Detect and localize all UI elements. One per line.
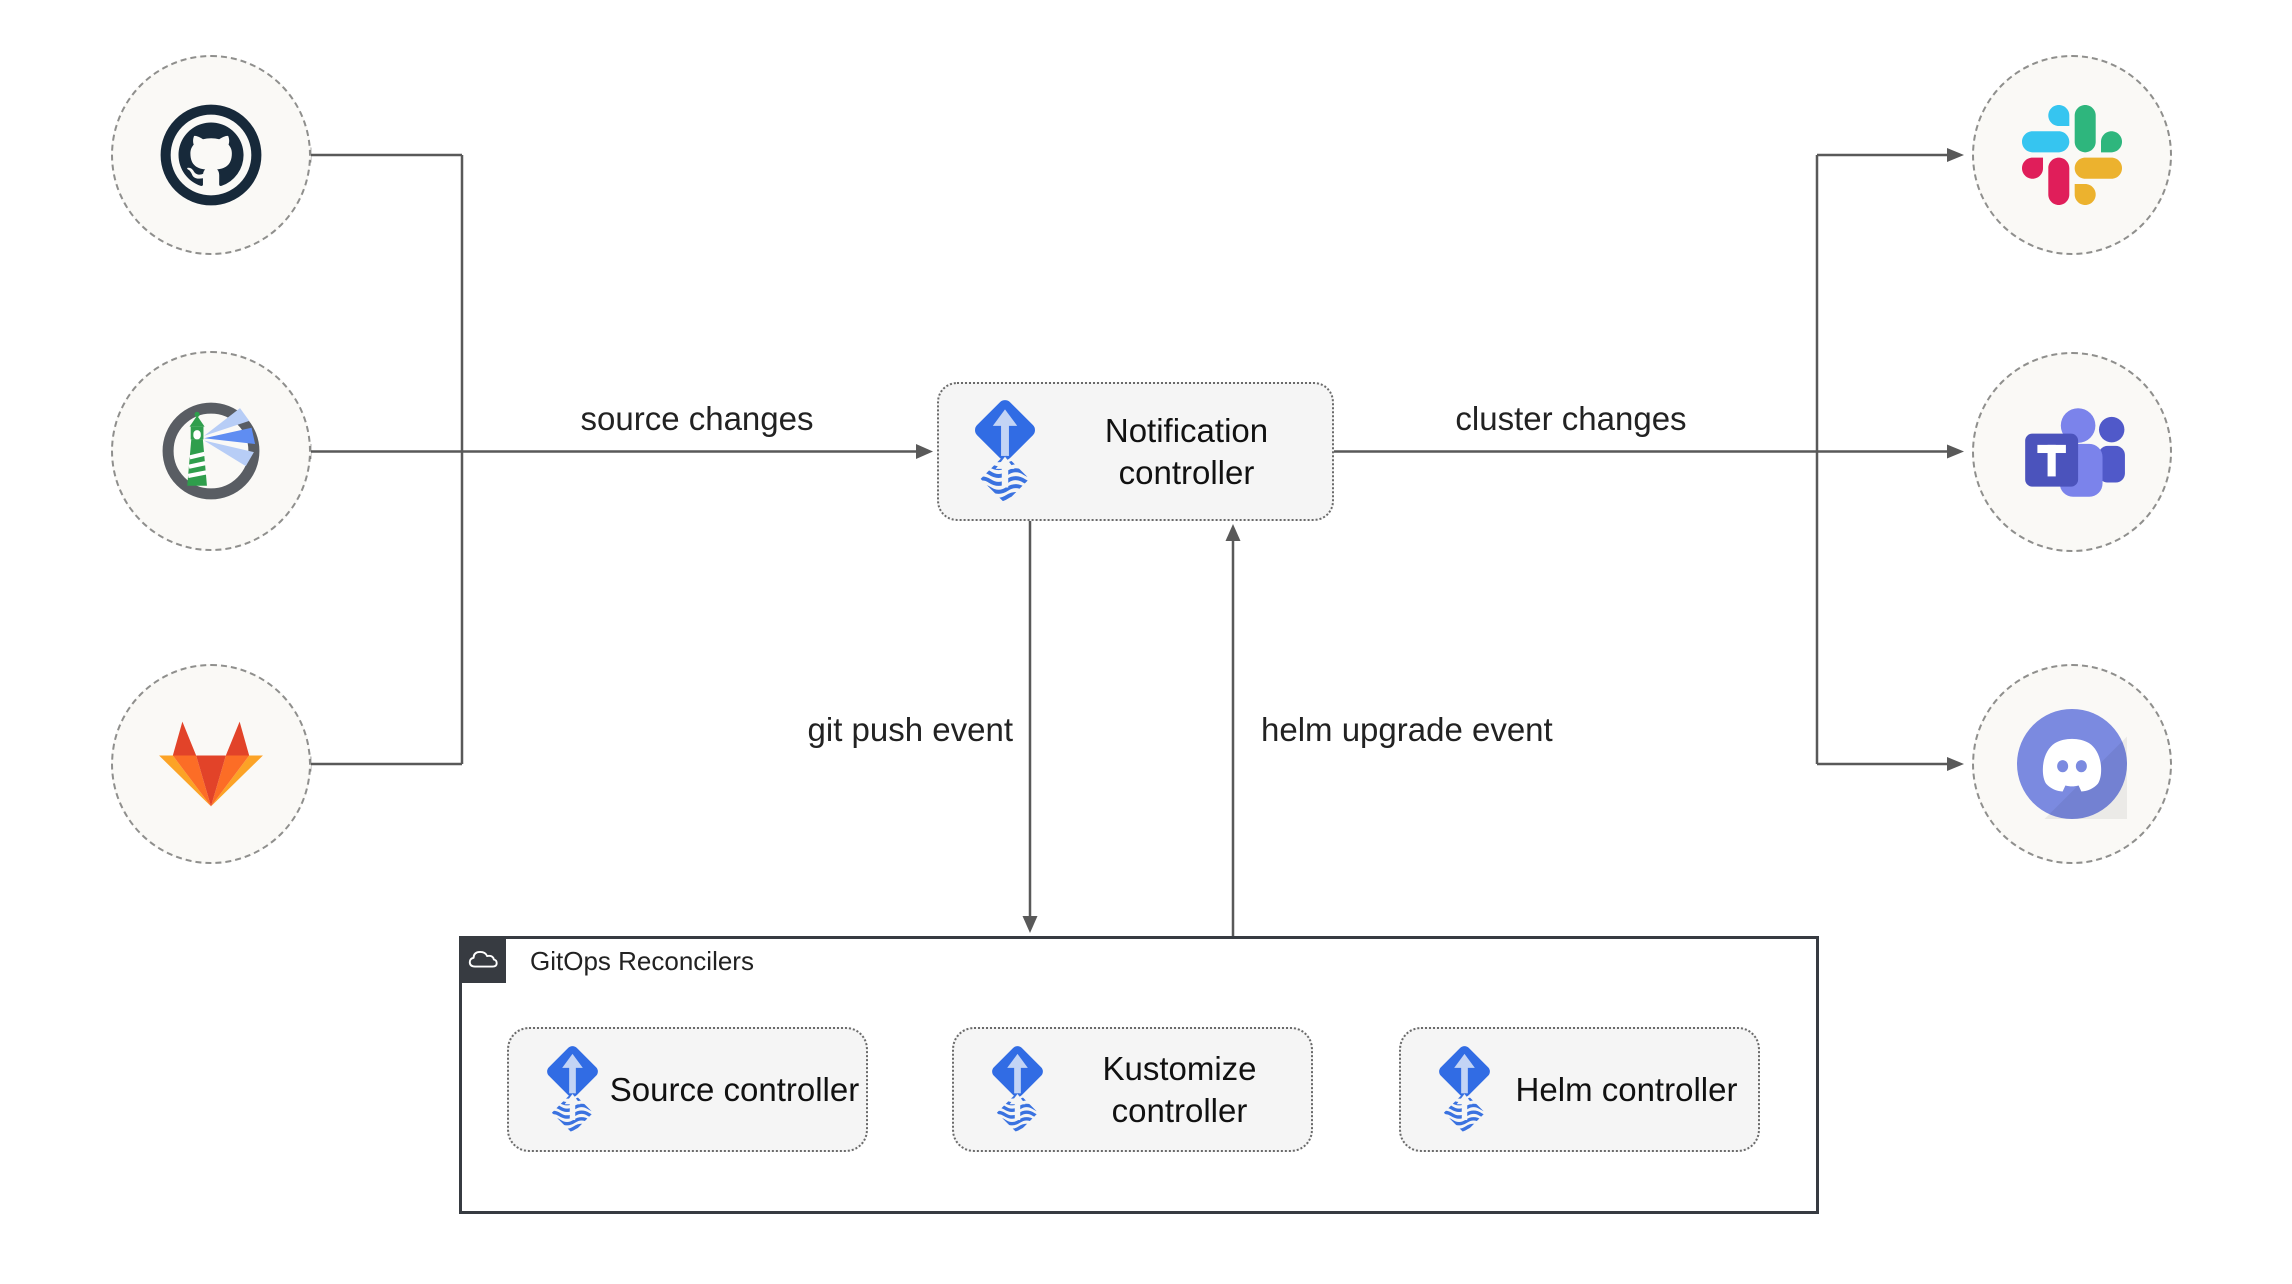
flux-icon xyxy=(542,1046,603,1134)
node-gitlab xyxy=(111,664,311,864)
node-notification-controller: Notification controller xyxy=(937,382,1334,521)
edge-label-git-push-event: git push event xyxy=(807,711,1013,748)
ms-teams-icon xyxy=(2015,401,2129,503)
discord-icon xyxy=(2017,709,2127,819)
edge-label-source-changes: source changes xyxy=(580,400,814,437)
source-controller-label: Source controller xyxy=(609,1070,860,1108)
node-kustomize-controller: Kustomize controller xyxy=(952,1027,1313,1152)
github-icon xyxy=(155,99,267,211)
edge-label-helm-upgrade-event: helm upgrade event xyxy=(1261,711,1553,748)
helm-controller-label: Helm controller xyxy=(1515,1070,1738,1108)
node-harbor xyxy=(111,351,311,551)
node-helm-controller: Helm controller xyxy=(1399,1027,1760,1152)
cloud-icon xyxy=(466,947,500,972)
container-header-badge xyxy=(459,936,506,983)
node-github xyxy=(111,55,311,255)
flux-icon xyxy=(969,400,1041,504)
node-discord xyxy=(1972,664,2172,864)
flux-icon xyxy=(987,1046,1048,1134)
edge-label-cluster-changes: cluster changes xyxy=(1455,400,1687,437)
kustomize-controller-label: Kustomize controller xyxy=(1102,1050,1257,1129)
flux-icon xyxy=(1434,1046,1495,1134)
harbor-icon xyxy=(153,393,269,509)
slack-icon xyxy=(2022,105,2122,205)
node-source-controller: Source controller xyxy=(507,1027,868,1152)
notification-controller-label: Notification controller xyxy=(1104,412,1269,491)
container-title: GitOps Reconcilers xyxy=(530,946,754,976)
gitlab-icon xyxy=(158,715,264,813)
node-slack xyxy=(1972,55,2172,255)
node-teams xyxy=(1972,352,2172,552)
